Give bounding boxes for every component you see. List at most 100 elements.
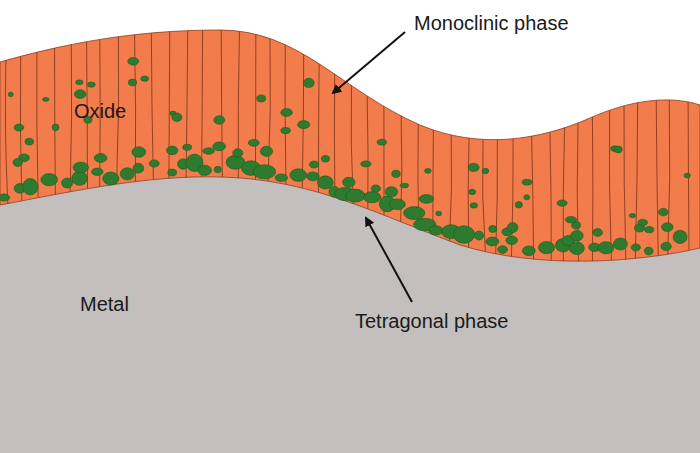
tetragonal-grain bbox=[257, 95, 266, 102]
tetragonal-grain bbox=[392, 170, 401, 177]
tetragonal-grain bbox=[429, 226, 443, 235]
tetragonal-grain bbox=[303, 78, 314, 87]
tetragonal-grain bbox=[614, 146, 622, 153]
tetragonal-grain bbox=[662, 223, 673, 232]
tetragonal-grain bbox=[506, 236, 518, 244]
tetragonal-grain bbox=[404, 207, 425, 220]
tetragonal-grain bbox=[522, 246, 535, 256]
tetragonal-grain bbox=[482, 168, 489, 174]
tetragonal-grain bbox=[613, 238, 627, 250]
tetragonal-grain bbox=[498, 246, 508, 254]
tetragonal-grain bbox=[128, 57, 139, 65]
tetragonal-grain bbox=[248, 139, 259, 146]
tetragonal-grain bbox=[74, 90, 86, 99]
leader-arrow bbox=[366, 218, 412, 302]
tetragonal-grain bbox=[538, 242, 554, 254]
grain-boundary bbox=[5, 55, 8, 208]
tetragonal-grain bbox=[120, 168, 134, 180]
tetragonal-grain bbox=[629, 214, 635, 218]
tetragonal-grain bbox=[290, 169, 307, 182]
tetragonal-grain bbox=[0, 194, 10, 201]
tetragonal-grain bbox=[400, 183, 408, 188]
tetragonal-grain bbox=[94, 154, 107, 163]
oxide-layer bbox=[0, 30, 700, 261]
columnar-grains bbox=[5, 25, 689, 267]
tetragonal-grain bbox=[298, 121, 310, 129]
tetragonal-grain bbox=[281, 128, 291, 134]
grain-boundary bbox=[70, 39, 72, 196]
tetragonal-grain bbox=[172, 113, 182, 121]
tetragonal-grain bbox=[214, 166, 221, 173]
tetragonal-grain bbox=[198, 165, 212, 175]
tetragonal-grain bbox=[43, 98, 49, 102]
tetragonal-grain bbox=[321, 155, 329, 162]
tetragonal-grain bbox=[475, 231, 484, 240]
tetragonal-grain bbox=[470, 203, 477, 208]
tetragonal-grain bbox=[168, 169, 177, 176]
grain-boundary bbox=[168, 27, 170, 183]
tetragonal-grain bbox=[673, 230, 687, 243]
tetragonal-grain bbox=[62, 178, 73, 188]
tetragonal-grain bbox=[133, 163, 144, 173]
tetragonal-grain bbox=[275, 174, 288, 182]
tetragonal-grain bbox=[436, 211, 442, 216]
tetragonal-grain bbox=[371, 185, 380, 192]
tetragonal-grain bbox=[644, 247, 653, 255]
tetragonal-grain bbox=[72, 171, 88, 185]
tetragonal-grain bbox=[468, 163, 479, 171]
tetragonal-grain bbox=[309, 161, 318, 168]
tetragonal-grain bbox=[213, 142, 226, 151]
tetragonal-grain bbox=[203, 148, 215, 154]
tetragonal-grain bbox=[52, 124, 59, 131]
grain-boundary bbox=[635, 96, 638, 263]
tetragonal-grain bbox=[486, 237, 499, 246]
region-label: Oxide bbox=[74, 100, 126, 122]
tetragonal-grain bbox=[317, 176, 333, 189]
phase-label: Tetragonal phase bbox=[355, 310, 508, 332]
tetragonal-grain bbox=[87, 82, 95, 87]
tetragonal-grain bbox=[346, 189, 365, 202]
tetragonal-grain bbox=[307, 172, 320, 181]
tetragonal-grain bbox=[377, 139, 386, 145]
tetragonal-grain bbox=[524, 195, 530, 200]
tetragonal-grain bbox=[569, 242, 584, 255]
tetragonal-grains bbox=[0, 57, 690, 255]
tetragonal-grain bbox=[469, 189, 476, 194]
tetragonal-grain bbox=[260, 146, 272, 156]
tetragonal-grain bbox=[41, 174, 58, 186]
tetragonal-grain bbox=[425, 169, 432, 174]
tetragonal-grain bbox=[684, 173, 690, 178]
tetragonal-grain bbox=[92, 168, 104, 175]
tetragonal-grain bbox=[8, 92, 13, 97]
tetragonal-grain bbox=[419, 195, 433, 204]
grain-boundary bbox=[37, 47, 38, 202]
tetragonal-grain bbox=[128, 79, 136, 86]
tetragonal-grain bbox=[645, 227, 654, 233]
grain-boundary bbox=[668, 97, 670, 258]
phase-label: Monoclinic phase bbox=[414, 12, 569, 34]
tetragonal-grain bbox=[141, 76, 149, 81]
tetragonal-grain bbox=[363, 192, 380, 203]
tetragonal-grain bbox=[14, 124, 24, 131]
tetragonal-grain bbox=[557, 200, 567, 206]
tetragonal-grain bbox=[167, 146, 178, 155]
tetragonal-grain bbox=[453, 226, 474, 243]
leader-arrow bbox=[333, 32, 405, 93]
tetragonal-grain bbox=[132, 147, 146, 158]
grain-boundary bbox=[532, 134, 534, 264]
tetragonal-grain bbox=[565, 217, 576, 223]
tetragonal-grain bbox=[103, 172, 119, 185]
tetragonal-grain bbox=[598, 242, 614, 254]
tetragonal-grain bbox=[25, 138, 34, 145]
region-label: Metal bbox=[80, 293, 129, 315]
tetragonal-grain bbox=[149, 160, 159, 167]
grain-boundary bbox=[135, 28, 136, 186]
tetragonal-grain bbox=[638, 219, 648, 225]
tetragonal-grain bbox=[281, 109, 293, 117]
grain-boundary bbox=[221, 25, 222, 182]
tetragonal-grain bbox=[515, 202, 522, 208]
tetragonal-grain bbox=[389, 199, 405, 210]
tetragonal-grain bbox=[659, 208, 669, 216]
grain-boundary bbox=[656, 96, 658, 260]
